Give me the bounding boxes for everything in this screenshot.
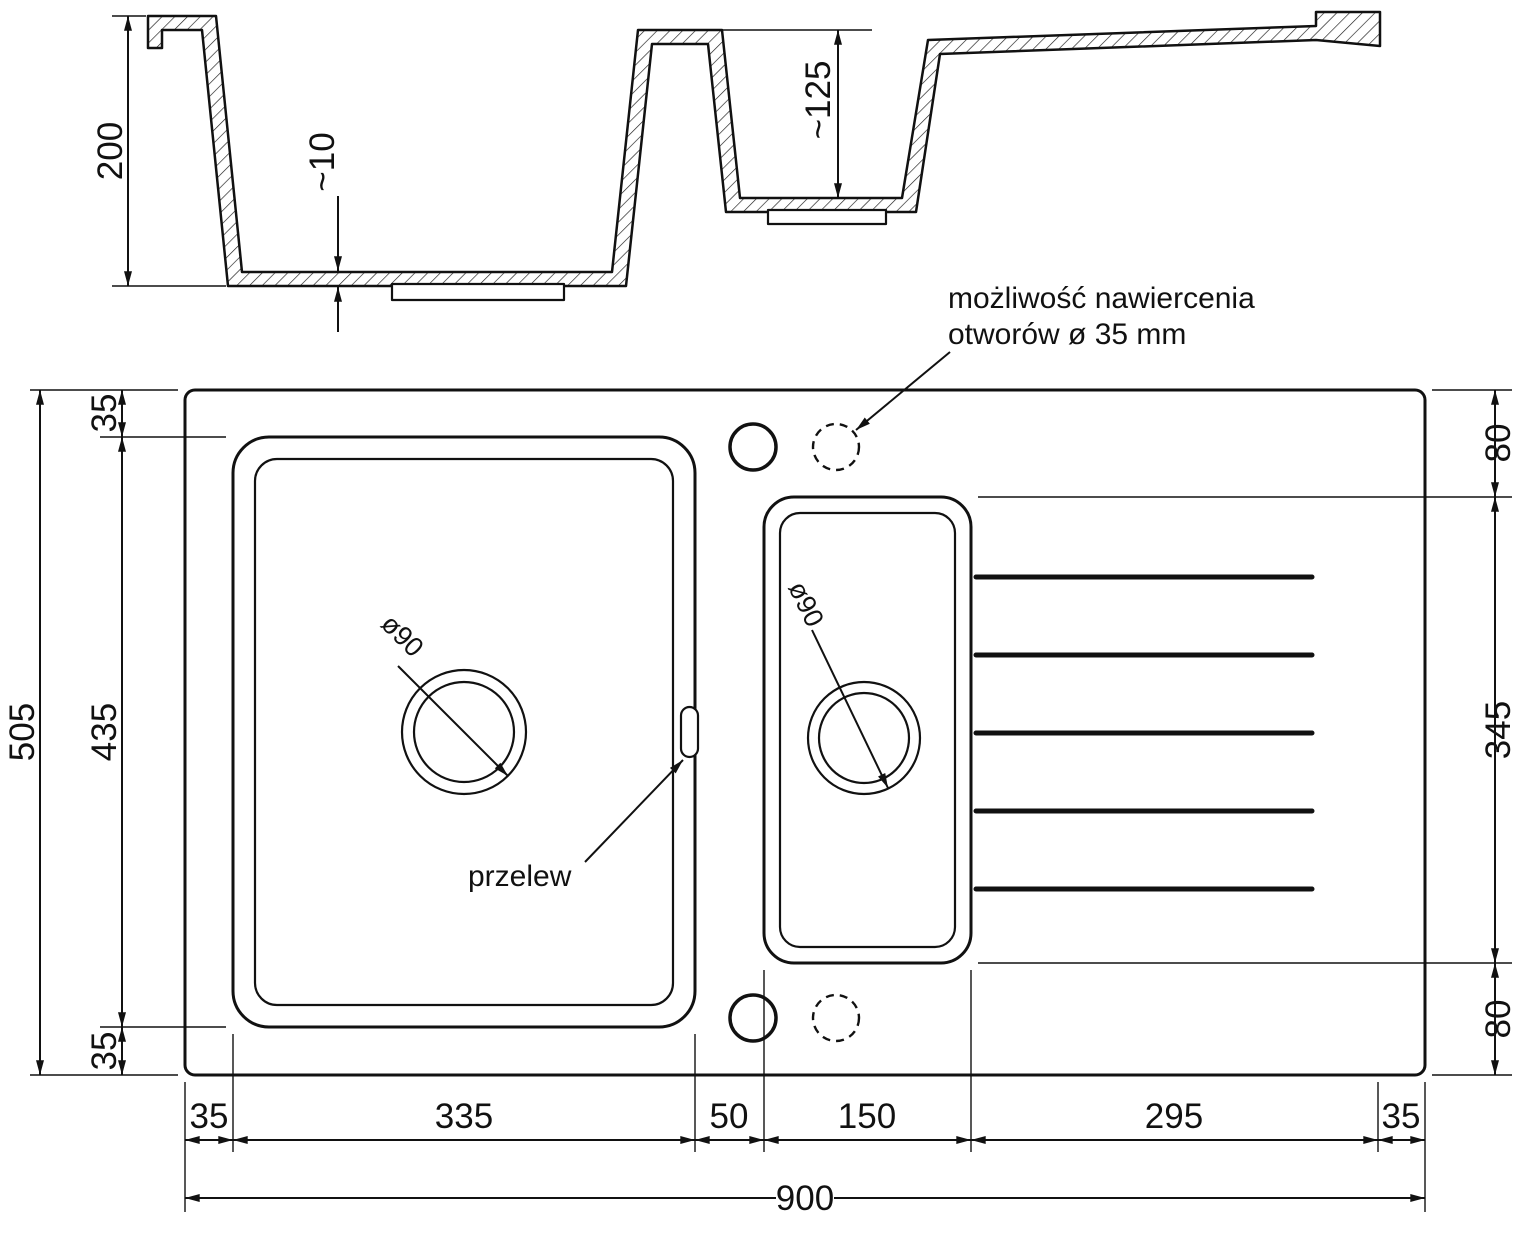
dim-label-right-margin-top: 80 (1479, 424, 1518, 463)
dim-label-left-margin-bottom: 35 (85, 1032, 124, 1071)
dim-label-main-bowl-length: 435 (85, 703, 124, 761)
dim-label-overall-width: 900 (776, 1179, 834, 1218)
dim-total-height: 200 (91, 15, 226, 287)
dim-label-bottom-3: 50 (710, 1097, 749, 1136)
section-profile (146, 10, 1382, 288)
dim-overall-width: 900 (185, 1179, 1425, 1218)
dim-small-bowl-depth: ~125 (700, 29, 872, 198)
overflow-slot (679, 705, 700, 759)
dim-bottom-chain: 35 335 50 150 295 35 (185, 1097, 1425, 1144)
drill-note-line2: otworów ø 35 mm (948, 318, 1186, 351)
optional-hole-bottom (811, 993, 861, 1043)
dim-overall-depth: 505 (3, 390, 44, 1075)
overflow-label: przelew (468, 860, 572, 893)
dim-right-chain: 80 345 80 (1479, 390, 1518, 1075)
dim-label-bottom-1: 35 (190, 1097, 229, 1136)
dim-left-chain: 35 435 35 (85, 390, 126, 1075)
dim-label-small-bowl-length: 345 (1479, 701, 1518, 759)
dim-label-bottom-thickness: ~10 (303, 132, 342, 191)
overflow-callout: przelew (468, 759, 684, 893)
plan-view: ø90 ø90 przelew możliwość nawiercenia ot… (3, 282, 1518, 1218)
dim-bottom-thickness: ~10 (303, 132, 342, 332)
dim-label-bottom-6: 35 (1382, 1097, 1421, 1136)
dim-label-bottom-4: 150 (838, 1097, 896, 1136)
leader-line (855, 351, 951, 431)
dim-label-bottom-2: 335 (435, 1097, 493, 1136)
leader-line (397, 665, 509, 777)
drainboard-grooves (973, 574, 1315, 892)
faucet-hole-bottom (728, 993, 778, 1043)
main-bowl-drain-recess (390, 282, 566, 302)
dim-label-total-height: 200 (91, 122, 130, 180)
dim-label-left-margin-top: 35 (85, 394, 124, 433)
leader-line (811, 629, 889, 789)
optional-hole-top (811, 422, 861, 472)
section-view: 200 ~10 ~125 (91, 10, 1382, 332)
faucet-hole-top (728, 422, 778, 472)
extension-lines (30, 389, 1512, 1212)
dim-label-bottom-5: 295 (1145, 1097, 1203, 1136)
drill-note: możliwość nawiercenia otworów ø 35 mm (855, 282, 1255, 431)
leader-line (584, 759, 684, 863)
dim-label-small-bowl-depth: ~125 (799, 61, 838, 140)
small-bowl-drain-recess (766, 208, 888, 226)
dim-label-overall-depth: 505 (3, 703, 42, 761)
drill-note-line1: możliwość nawiercenia (948, 282, 1255, 315)
dim-label-right-margin-bottom: 80 (1479, 1000, 1518, 1039)
